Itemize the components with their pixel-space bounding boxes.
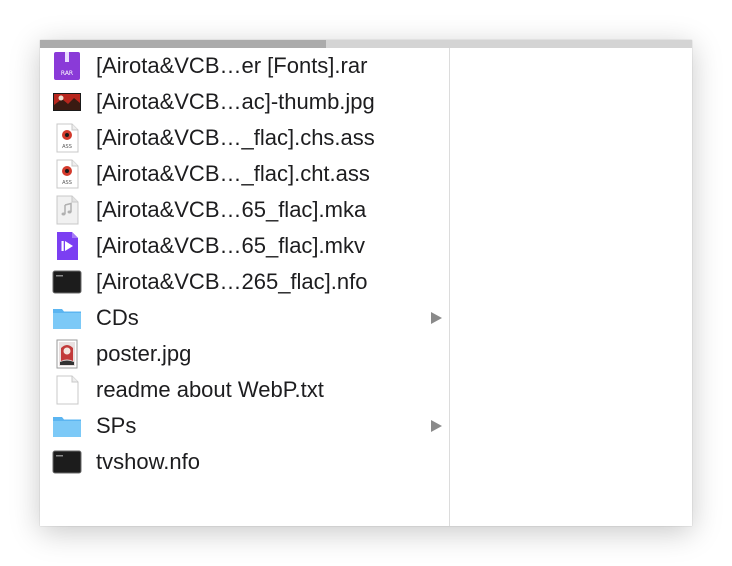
file-name: poster.jpg xyxy=(96,341,192,366)
chevron-right-icon xyxy=(431,312,442,324)
rar-archive-icon: RAR xyxy=(52,51,82,81)
svg-text:ASS: ASS xyxy=(62,144,72,150)
file-row[interactable]: RAR [Airota&VCB…er [Fonts].rar xyxy=(40,48,449,84)
file-row[interactable]: [Airota&VCB…65_flac].mkv xyxy=(40,228,449,264)
folder-name: SPs xyxy=(96,413,137,438)
file-row[interactable]: [Airota&VCB…265_flac].nfo xyxy=(40,264,449,300)
file-name: [Airota&VCB…265_flac].nfo xyxy=(96,269,368,294)
file-name: tvshow.nfo xyxy=(96,449,200,474)
file-row[interactable]: ASS [Airota&VCB…_flac].cht.ass xyxy=(40,156,449,192)
horizontal-scrollbar[interactable] xyxy=(40,40,692,48)
image-thumbnail-icon xyxy=(52,87,82,117)
folder-name: CDs xyxy=(96,305,139,330)
ass-subtitle-icon: ASS xyxy=(52,159,82,189)
file-row[interactable]: poster.jpg xyxy=(40,336,449,372)
svg-text:RAR: RAR xyxy=(61,70,73,77)
ass-subtitle-icon: ASS xyxy=(52,123,82,153)
file-name: readme about WebP.txt xyxy=(96,377,324,402)
empty-column[interactable] xyxy=(450,48,692,526)
file-name: [Airota&VCB…ac]-thumb.jpg xyxy=(96,89,375,114)
file-name: [Airota&VCB…_flac].cht.ass xyxy=(96,161,370,186)
file-row[interactable]: ASS [Airota&VCB…_flac].chs.ass xyxy=(40,120,449,156)
file-name: [Airota&VCB…65_flac].mkv xyxy=(96,233,365,258)
folder-icon xyxy=(52,303,82,333)
terminal-document-icon xyxy=(52,447,82,477)
text-document-icon xyxy=(52,375,82,405)
file-column: RAR [Airota&VCB…er [Fonts].rar [Airota&V… xyxy=(40,48,450,526)
finder-column-view: RAR [Airota&VCB…er [Fonts].rar [Airota&V… xyxy=(40,40,692,526)
file-name: [Airota&VCB…65_flac].mka xyxy=(96,197,367,222)
folder-row[interactable]: CDs xyxy=(40,300,449,336)
chevron-right-icon xyxy=(431,420,442,432)
scrollbar-thumb[interactable] xyxy=(40,40,326,48)
file-row[interactable]: [Airota&VCB…ac]-thumb.jpg xyxy=(40,84,449,120)
file-name: [Airota&VCB…_flac].chs.ass xyxy=(96,125,375,150)
image-thumbnail-icon xyxy=(52,339,82,369)
file-row[interactable]: [Airota&VCB…65_flac].mka xyxy=(40,192,449,228)
file-row[interactable]: readme about WebP.txt xyxy=(40,372,449,408)
terminal-document-icon xyxy=(52,267,82,297)
folder-row[interactable]: SPs xyxy=(40,408,449,444)
file-row[interactable]: tvshow.nfo xyxy=(40,444,449,480)
svg-text:ASS: ASS xyxy=(62,180,72,186)
audio-file-icon xyxy=(52,195,82,225)
file-name: [Airota&VCB…er [Fonts].rar xyxy=(96,53,368,78)
video-file-icon xyxy=(52,231,82,261)
folder-icon xyxy=(52,411,82,441)
